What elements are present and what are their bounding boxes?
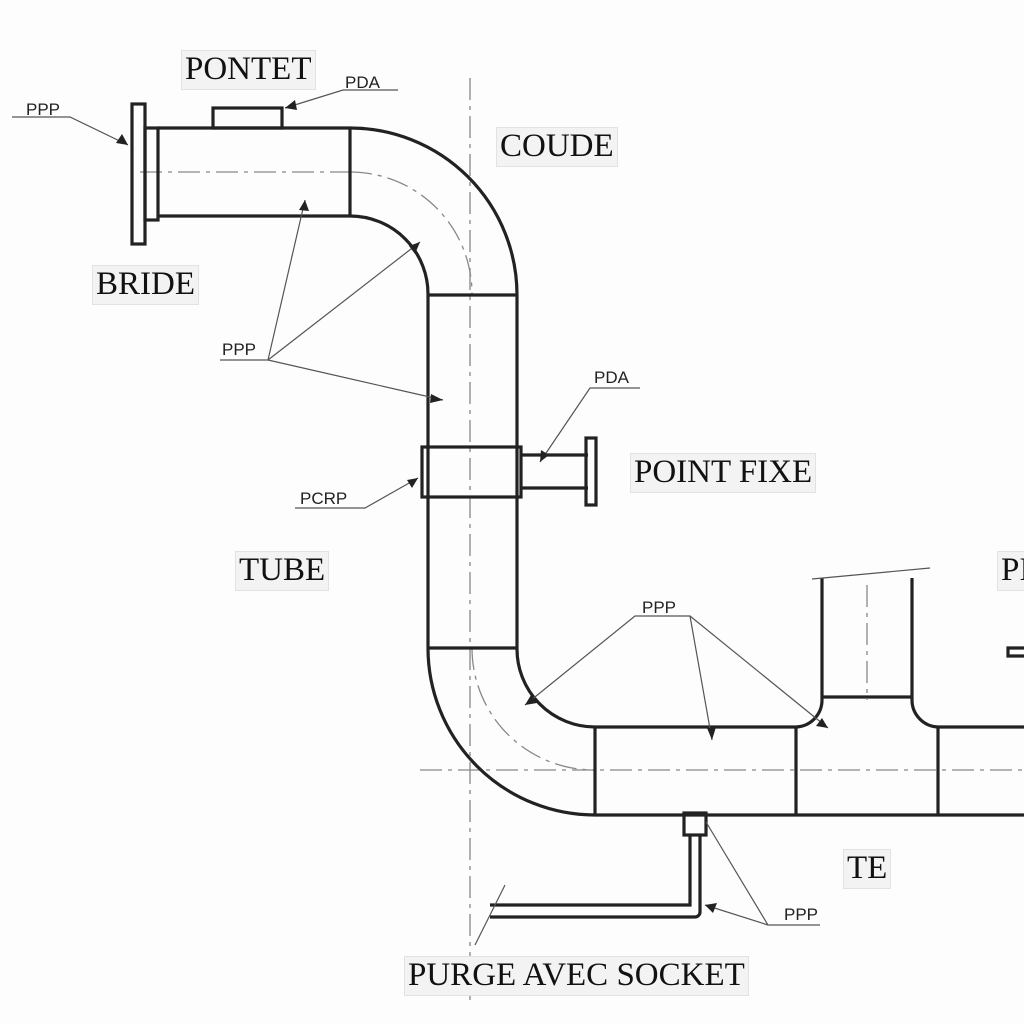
- right-stub: [1006, 646, 1024, 658]
- pcrp-collar: [420, 445, 523, 499]
- label-pda-top: PDA: [345, 73, 380, 92]
- purge-pipe: [490, 835, 702, 919]
- label-tube: TUBE: [235, 551, 330, 591]
- label-te: TE: [843, 849, 892, 889]
- bride-flange: [130, 102, 147, 246]
- centerline-top: [140, 78, 1024, 1000]
- bottom-pipe: [593, 725, 1024, 817]
- centerline-elbow-bottom: [471, 647, 596, 771]
- leader-lines: [12, 89, 829, 926]
- coude-top: [349, 126, 519, 297]
- point-fixe-stub: [521, 453, 588, 490]
- label-pcrp: PCRP: [300, 489, 348, 508]
- point-fixe-plate: [584, 436, 598, 507]
- coude-bottom: [426, 647, 596, 817]
- label-ppp-flange: PPP: [26, 100, 61, 119]
- arrowheads: [116, 100, 828, 913]
- label-ppp-left: PPP: [222, 340, 257, 359]
- label-coude: COUDE: [496, 127, 618, 167]
- te-break-line: [811, 567, 931, 580]
- label-point-fixe: POINT FIXE: [630, 453, 817, 493]
- purge-socket: [682, 811, 708, 837]
- pontet-shape: [211, 106, 284, 130]
- label-bride: BRIDE: [92, 265, 199, 305]
- bride-hub: [143, 126, 160, 222]
- label-pda-mid: PDA: [594, 368, 629, 387]
- label-cut-off: PI: [997, 551, 1024, 591]
- te-branch: [795, 578, 939, 729]
- vertical-tube: [426, 295, 519, 650]
- label-ppp-bottom: PPP: [642, 598, 677, 617]
- label-purge: PURGE AVEC SOCKET: [404, 956, 749, 996]
- label-ppp-purge: PPP: [784, 905, 819, 924]
- label-pontet: PONTET: [181, 50, 316, 90]
- centerline-elbow-top: [349, 171, 473, 296]
